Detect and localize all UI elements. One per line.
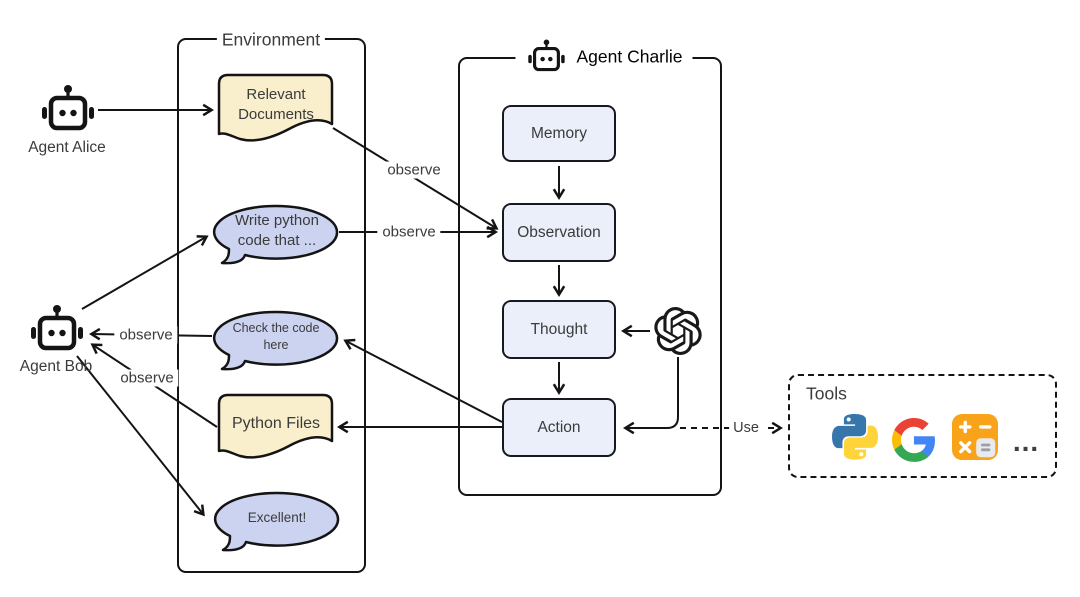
python-files-text: Python Files bbox=[232, 413, 320, 435]
tools-ellipsis: ... bbox=[1012, 426, 1040, 457]
observation-label: Observation bbox=[517, 223, 601, 241]
check-code-line2: here bbox=[263, 338, 289, 352]
calculator-icon bbox=[952, 414, 998, 460]
document-shape-relevant-documents bbox=[217, 73, 334, 142]
agent-charlie-title: Agent Charlie bbox=[515, 38, 693, 76]
use-label: Use bbox=[729, 420, 763, 436]
python-files-label: Python Files bbox=[231, 415, 321, 433]
observation-node: Observation bbox=[502, 203, 616, 262]
excellent-label: Excellent! bbox=[247, 509, 307, 525]
action-node: Action bbox=[502, 398, 616, 457]
agent-alice-label: Agent Alice bbox=[28, 139, 106, 156]
agent-bob-label: Agent Bob bbox=[19, 358, 93, 375]
openai-logo bbox=[654, 307, 702, 356]
excellent-bubble-text: Excellent! bbox=[248, 509, 307, 527]
check-code-line1: Check the code bbox=[232, 321, 320, 336]
thought-node: Thought bbox=[502, 300, 616, 359]
speech-bubble-shape-check-code bbox=[212, 310, 339, 371]
relevant-documents-line1: Relevant bbox=[246, 85, 306, 103]
agent-charlie-robot-icon bbox=[526, 38, 567, 72]
write-python-line2: code that ... bbox=[237, 232, 317, 249]
google-logo bbox=[892, 418, 935, 462]
relevant-documents-text: Relevant Documents bbox=[238, 85, 314, 126]
memory-node: Memory bbox=[502, 105, 616, 162]
speech-bubble-shape-write-python bbox=[212, 204, 339, 265]
observe-label-documents: observe bbox=[382, 161, 446, 179]
action-label: Action bbox=[537, 418, 581, 436]
document-shape-python-files bbox=[217, 393, 334, 459]
agent-charlie-title-label: Agent Charlie bbox=[576, 46, 683, 67]
edge-action-to-check bbox=[343, 338, 503, 423]
edge-bob-to-write bbox=[81, 235, 209, 310]
edge-bob-to-excellent bbox=[76, 355, 205, 517]
observe-label-files: observe bbox=[115, 369, 179, 387]
edge-llm-to-action bbox=[622, 357, 679, 435]
observe-label-write: observe bbox=[377, 223, 441, 241]
tools-frame bbox=[788, 374, 1057, 478]
check-code-bubble-text: Check the code here bbox=[233, 320, 320, 354]
observe-label-check: observe bbox=[114, 326, 178, 344]
speech-bubble-shape-excellent bbox=[213, 491, 340, 552]
python-logo bbox=[832, 414, 878, 460]
agent-bob-robot-icon bbox=[31, 305, 83, 348]
tools-title: Tools bbox=[806, 383, 847, 404]
write-python-bubble-text: Write python code that ... bbox=[235, 211, 319, 252]
agent-alice-robot-icon bbox=[42, 85, 94, 128]
environment-title: Environment bbox=[216, 29, 326, 51]
memory-label: Memory bbox=[531, 124, 587, 142]
write-python-line1: Write python bbox=[235, 211, 319, 229]
thought-label: Thought bbox=[530, 320, 588, 338]
relevant-documents-line2: Documents bbox=[238, 106, 314, 123]
